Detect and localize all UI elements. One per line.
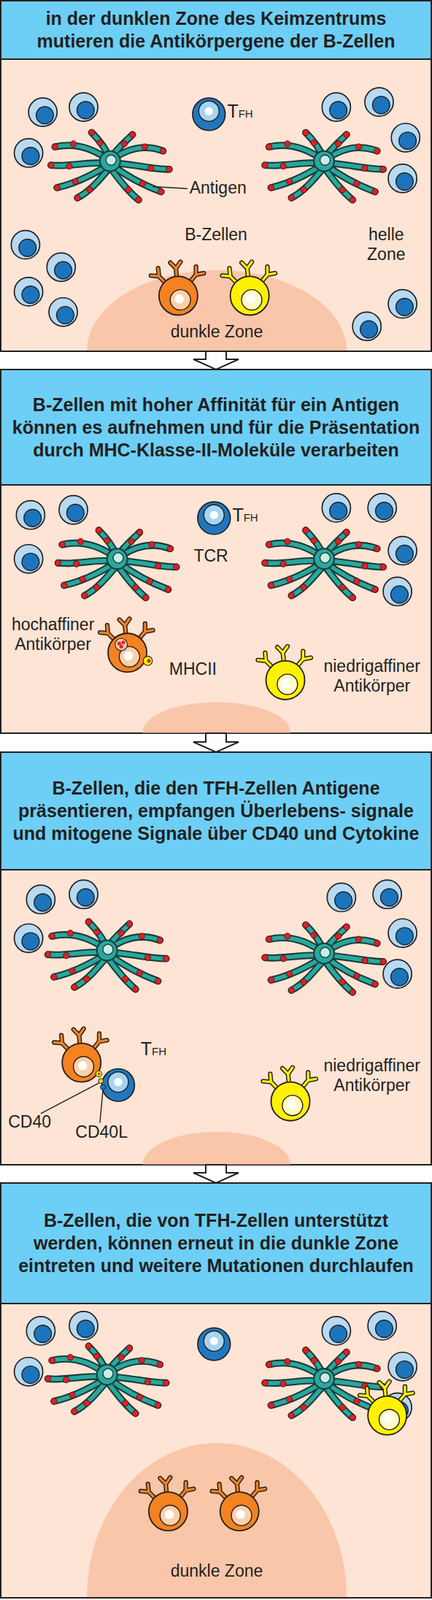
zone-label: dunkle Zone — [86, 1560, 347, 1580]
flow-arrow — [193, 732, 239, 752]
figure-label: niedrigaffiner Antikörper — [317, 1055, 427, 1095]
figure-label: TCR — [193, 545, 228, 566]
step-heading: B-Zellen mit hoher Affinität für ein Ant… — [7, 393, 425, 462]
flow-arrow — [193, 351, 239, 370]
step-heading: B-Zellen, die von TFH-Zellen unterstützt… — [7, 1208, 425, 1277]
figure-label: B-Zellen — [184, 224, 248, 245]
figure-label: helle Zone — [360, 224, 412, 265]
dark-zone: dunkle Zone — [86, 1441, 347, 1596]
figure-label: TFH — [226, 102, 253, 123]
figure-label: CD40L — [75, 1121, 128, 1142]
zone-label: dunkle Zone — [86, 321, 347, 342]
flow-arrow — [193, 1163, 239, 1183]
figure-label: hochaffiner Antikörper — [5, 614, 101, 654]
step-heading: B-Zellen, die den TFH-Zellen Antigene pr… — [7, 776, 425, 845]
figure-label: MHCII — [169, 658, 217, 679]
header-band: in der dunklen Zone des Keimzentrums mut… — [1, 1, 431, 60]
figure-label: niedrigaffiner Antikörper — [317, 656, 427, 696]
step-panel: B-Zellen, die von TFH-Zellen unterstützt… — [0, 1181, 432, 1598]
step-panel: in der dunklen Zone des Keimzentrums mut… — [0, 0, 432, 352]
figure-label: TFH — [140, 1039, 167, 1060]
step-panel: B-Zellen, die den TFH-Zellen Antigene pr… — [0, 750, 432, 1165]
header-band: B-Zellen mit hoher Affinität für ein Ant… — [1, 369, 431, 486]
dark-zone: dunkle Zone — [86, 270, 347, 351]
figure-label: Antigen — [189, 177, 247, 198]
step-heading: in der dunklen Zone des Keimzentrums mut… — [7, 7, 425, 53]
figure-label: CD40 — [8, 1111, 52, 1132]
header-band: B-Zellen, die von TFH-Zellen unterstützt… — [1, 1182, 431, 1304]
figure-label: TFH — [232, 505, 258, 527]
header-band: B-Zellen, die den TFH-Zellen Antigene pr… — [1, 752, 431, 870]
